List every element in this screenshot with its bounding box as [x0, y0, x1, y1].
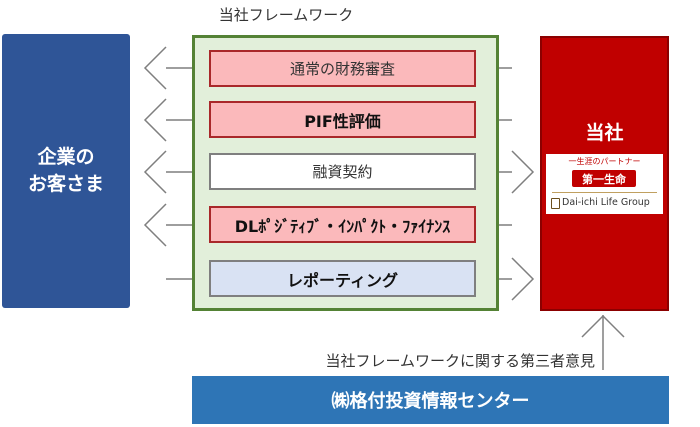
framework-item-loan-contract: 融資契約: [209, 153, 476, 190]
our-company-label: 当社: [585, 122, 624, 144]
rating-agency-block: ㈱格付投資情報センター: [192, 376, 669, 424]
logo-tagline: 一生涯のパートナー: [568, 157, 641, 166]
framework-item-reporting: レポーティング: [209, 260, 476, 297]
chevron-left-icon: [143, 150, 167, 194]
framework-item-pif-evaluation: PIF性評価: [209, 101, 476, 138]
third-party-opinion-label: 当社フレームワークに関する第三者意見: [325, 352, 595, 370]
chevron-right-icon: [511, 257, 535, 301]
chevron-left-icon: [143, 46, 167, 90]
logo-english-name: Dai-ichi Life Group: [562, 197, 650, 208]
corporate-customer-label-line1: 企業の: [37, 146, 95, 168]
chevron-up-icon: [581, 314, 625, 338]
framework-title: 当社フレームワーク: [218, 6, 354, 24]
corporate-customer-block: 企業の お客さま: [2, 34, 130, 308]
framework-item-positive-impact-finance: DLﾎﾟｼﾞﾃｨﾌﾞ・ｲﾝﾊﾟｸﾄ・ﾌｧｲﾅﾝｽ: [209, 206, 476, 243]
framework-item-financial-review: 通常の財務審査: [209, 50, 476, 87]
logo-name-badge: 第一生命: [572, 170, 636, 187]
emblem-icon: [551, 198, 560, 209]
chevron-left-icon: [143, 98, 167, 142]
corporate-customer-label-line2: お客さま: [27, 173, 104, 195]
chevron-right-icon: [511, 150, 535, 194]
chevron-left-icon: [143, 203, 167, 247]
logo-divider: [552, 192, 657, 193]
